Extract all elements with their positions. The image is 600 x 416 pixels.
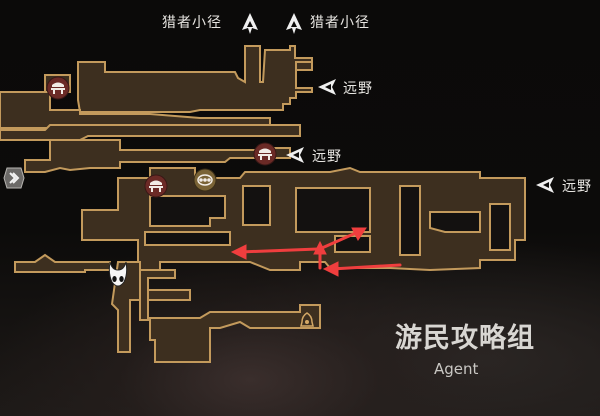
hornet-mask-icon <box>108 261 128 287</box>
exit-label-far-fields-top: 远野 <box>343 81 373 97</box>
exit-arrow-icon[interactable] <box>284 12 304 36</box>
exit-arrow-icon[interactable] <box>240 12 260 36</box>
exit-arrow-icon[interactable] <box>284 146 306 164</box>
exit-arrow-icon[interactable] <box>534 176 556 194</box>
chevrons-icon[interactable] <box>2 166 26 190</box>
bench-icon[interactable] <box>144 174 168 198</box>
coin-icon[interactable] <box>193 168 217 192</box>
bell-icon[interactable] <box>297 310 317 332</box>
bench-icon[interactable] <box>46 76 70 100</box>
bench-icon[interactable] <box>253 142 277 166</box>
exit-label-far-fields-mid: 远野 <box>312 149 342 165</box>
watermark-title: 游民攻略组 <box>395 323 535 354</box>
exit-label-far-fields-right: 远野 <box>562 179 592 195</box>
watermark-subtitle: Agent <box>434 360 479 378</box>
exit-arrow-icon[interactable] <box>316 78 338 96</box>
exit-label-hunters-path-left: 猎者小径 <box>162 15 222 31</box>
exit-label-hunters-path-right: 猎者小径 <box>310 15 370 31</box>
